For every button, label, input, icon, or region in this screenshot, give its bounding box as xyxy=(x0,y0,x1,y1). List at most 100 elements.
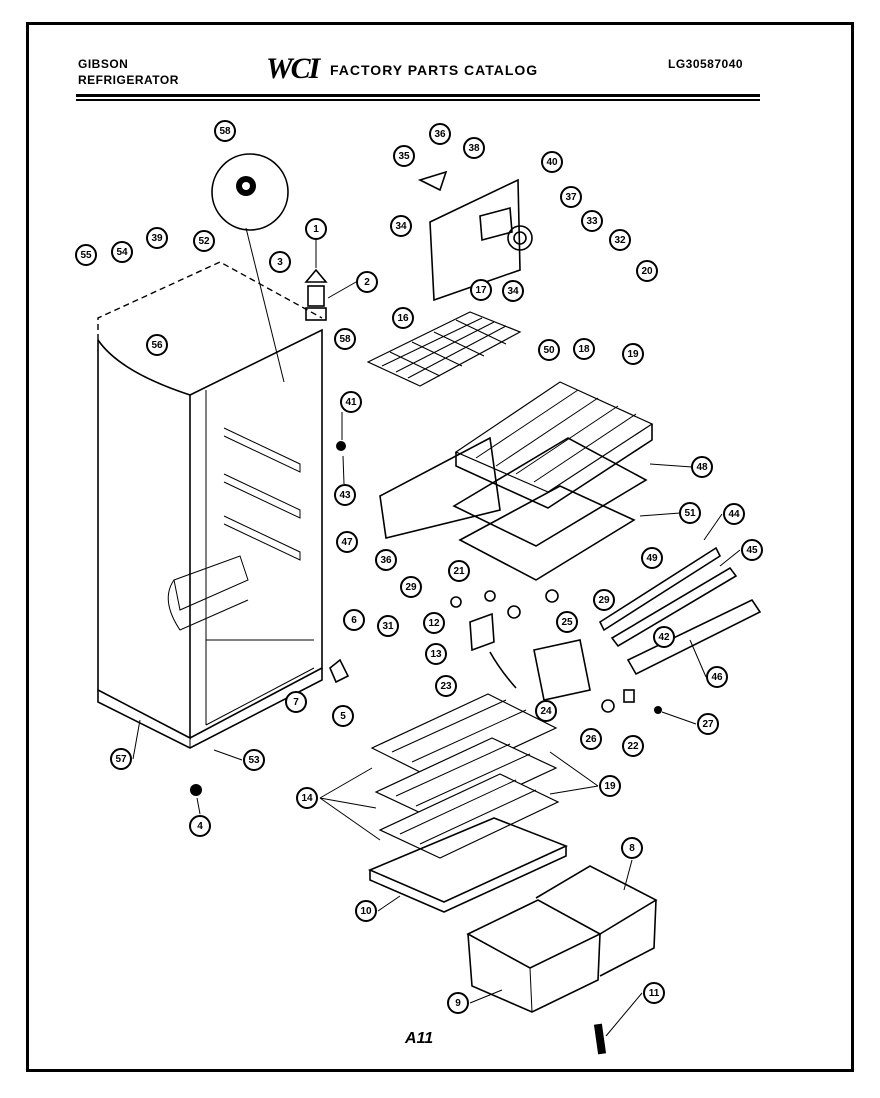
part-callout-37: 37 xyxy=(560,186,582,208)
part-callout-13: 13 xyxy=(425,643,447,665)
shelf-16 xyxy=(366,311,522,387)
svg-text:47: 47 xyxy=(341,537,353,548)
svg-text:20: 20 xyxy=(641,266,653,277)
part-callout-31: 31 xyxy=(377,615,399,637)
svg-text:25: 25 xyxy=(561,617,573,628)
svg-text:3: 3 xyxy=(277,257,283,268)
svg-text:58: 58 xyxy=(339,334,351,345)
part-callout-20: 20 xyxy=(636,260,658,282)
small-parts xyxy=(190,441,662,796)
part-callout-57: 57 xyxy=(110,748,132,770)
part-callout-56: 56 xyxy=(146,334,168,356)
svg-text:1: 1 xyxy=(313,224,319,235)
part-callout-7: 7 xyxy=(285,691,307,713)
svg-text:36: 36 xyxy=(434,129,446,140)
part-callout-46: 46 xyxy=(706,666,728,688)
svg-text:29: 29 xyxy=(405,582,417,593)
part-callout-58: 58 xyxy=(334,328,356,350)
part-callout-47: 47 xyxy=(336,531,358,553)
part-callout-42: 42 xyxy=(653,626,675,648)
part-callout-18: 18 xyxy=(573,338,595,360)
svg-text:5: 5 xyxy=(340,711,346,722)
part-callout-35: 35 xyxy=(393,145,415,167)
brand-name: GIBSON xyxy=(78,57,129,71)
trim-strips xyxy=(598,546,762,676)
svg-text:53: 53 xyxy=(248,755,260,766)
svg-text:8: 8 xyxy=(629,843,635,854)
svg-text:32: 32 xyxy=(614,235,626,246)
svg-text:46: 46 xyxy=(711,672,723,683)
svg-text:36: 36 xyxy=(380,555,392,566)
part-callout-10: 10 xyxy=(355,900,377,922)
catalog-title: FACTORY PARTS CATALOG xyxy=(330,62,539,78)
part-callout-36: 36 xyxy=(429,123,451,145)
page-code: A11 xyxy=(405,1030,434,1047)
svg-text:37: 37 xyxy=(565,192,577,203)
svg-text:9: 9 xyxy=(455,998,461,1009)
svg-text:39: 39 xyxy=(151,233,163,244)
svg-text:42: 42 xyxy=(658,632,670,643)
svg-text:35: 35 xyxy=(398,151,410,162)
part-callout-58: 58 xyxy=(214,120,236,142)
refrigerator-shelves xyxy=(367,693,569,913)
part-callout-11: 11 xyxy=(643,982,665,1004)
svg-text:45: 45 xyxy=(746,545,758,556)
svg-text:54: 54 xyxy=(116,247,128,258)
svg-text:55: 55 xyxy=(80,250,92,261)
header-rule-thin xyxy=(76,99,760,101)
wci-logo: WCI xyxy=(266,52,320,85)
top-hinge xyxy=(304,268,328,321)
svg-text:48: 48 xyxy=(696,462,708,473)
svg-text:24: 24 xyxy=(540,706,552,717)
part-callout-22: 22 xyxy=(622,735,644,757)
svg-text:33: 33 xyxy=(586,216,598,227)
svg-text:14: 14 xyxy=(301,793,313,804)
part-callout-49: 49 xyxy=(641,547,663,569)
model-number: LG30587040 xyxy=(668,57,744,71)
part-callout-8: 8 xyxy=(621,837,643,859)
part-callout-19: 19 xyxy=(622,343,644,365)
part-callout-2: 2 xyxy=(356,271,378,293)
part-callout-4: 4 xyxy=(189,815,211,837)
svg-text:16: 16 xyxy=(397,313,409,324)
part-callout-55: 55 xyxy=(75,244,97,266)
part-callout-40: 40 xyxy=(541,151,563,173)
svg-text:11: 11 xyxy=(649,988,660,999)
part-callout-16: 16 xyxy=(392,307,414,329)
svg-text:52: 52 xyxy=(198,236,210,247)
part-callout-44: 44 xyxy=(723,503,745,525)
refrigerator-cabinet xyxy=(97,261,323,749)
svg-text:19: 19 xyxy=(627,349,639,360)
page-border xyxy=(26,22,854,1072)
part-callout-32: 32 xyxy=(609,229,631,251)
svg-text:49: 49 xyxy=(646,553,658,564)
part-callout-34: 34 xyxy=(502,280,524,302)
svg-text:56: 56 xyxy=(151,340,163,351)
svg-text:19: 19 xyxy=(604,781,616,792)
svg-text:43: 43 xyxy=(339,490,351,501)
part-callout-52: 52 xyxy=(193,230,215,252)
svg-text:12: 12 xyxy=(428,618,440,629)
part-callout-6: 6 xyxy=(343,609,365,631)
part-callout-38: 38 xyxy=(463,137,485,159)
svg-text:13: 13 xyxy=(430,649,442,660)
svg-text:27: 27 xyxy=(702,719,714,730)
part-callout-12: 12 xyxy=(423,612,445,634)
part-callout-9: 9 xyxy=(447,992,469,1014)
svg-text:10: 10 xyxy=(360,906,372,917)
svg-text:40: 40 xyxy=(546,157,558,168)
svg-text:44: 44 xyxy=(728,509,740,520)
part-callout-43: 43 xyxy=(334,484,356,506)
part-callout-23: 23 xyxy=(435,675,457,697)
part-callout-27: 27 xyxy=(697,713,719,735)
part-callout-53: 53 xyxy=(243,749,265,771)
svg-text:23: 23 xyxy=(440,681,452,692)
part-callout-21: 21 xyxy=(448,560,470,582)
leader-lines xyxy=(132,240,741,1037)
svg-text:17: 17 xyxy=(475,285,487,296)
svg-text:22: 22 xyxy=(627,741,639,752)
svg-text:18: 18 xyxy=(578,344,590,355)
part-callout-25: 25 xyxy=(556,611,578,633)
part-callout-29: 29 xyxy=(593,589,615,611)
svg-text:34: 34 xyxy=(395,221,407,232)
